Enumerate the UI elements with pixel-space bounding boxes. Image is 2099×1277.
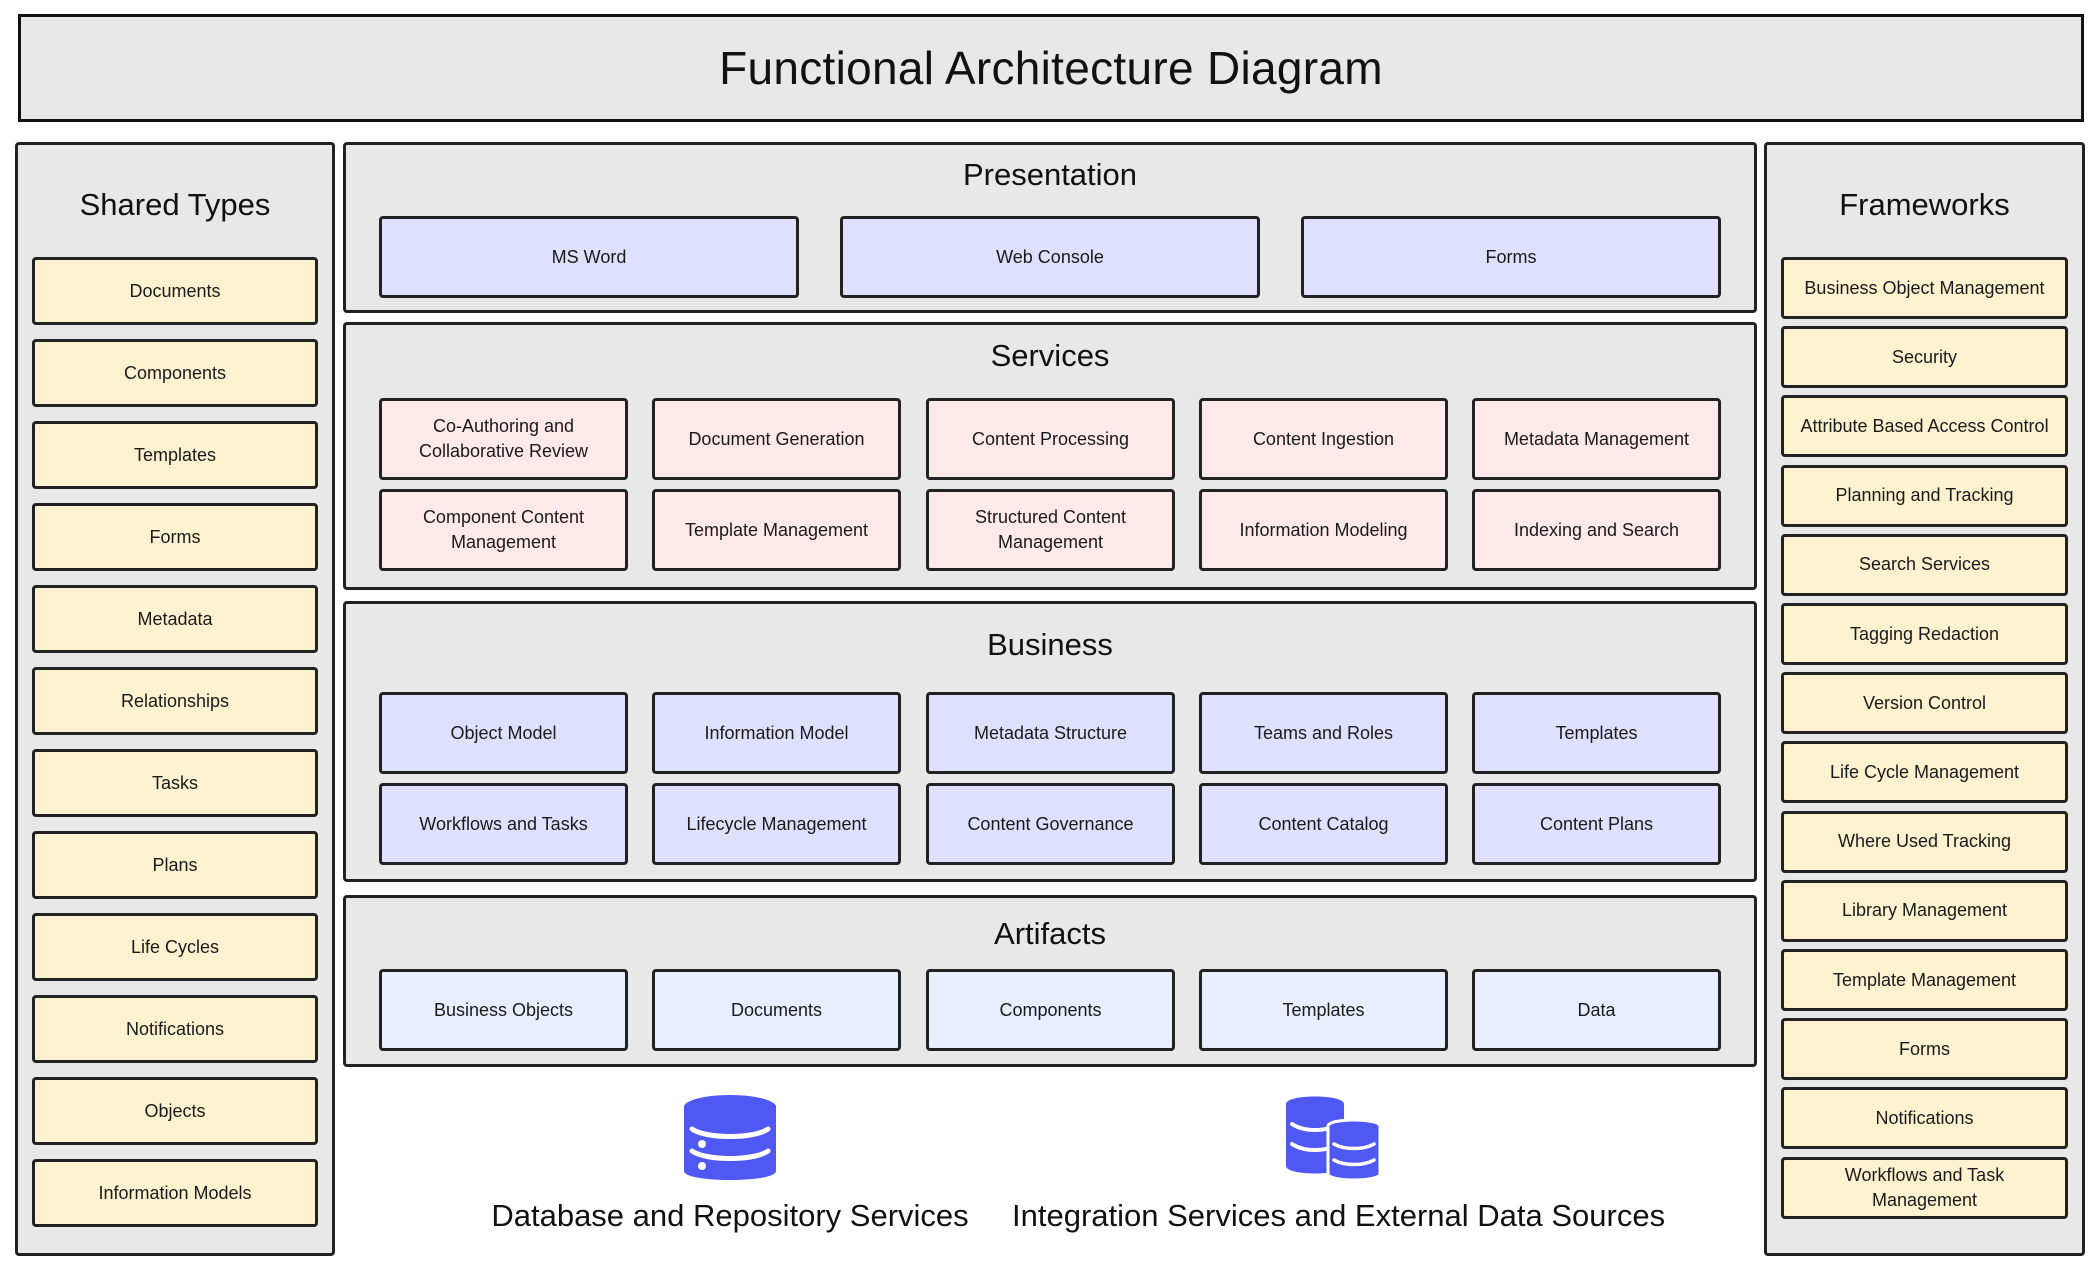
business-metadata-structure: Metadata Structure (926, 692, 1175, 774)
integration-source-label: Integration Services and External Data S… (1012, 1198, 1666, 1233)
business-information-model: Information Model (652, 692, 901, 774)
service-document-generation: Document Generation (652, 398, 901, 480)
service-content-ingestion: Content Ingestion (1199, 398, 1448, 480)
framework-notifications: Notifications (1781, 1087, 2068, 1150)
shared-type-information-models: Information Models (32, 1159, 318, 1227)
service-content-processing: Content Processing (926, 398, 1175, 480)
shared-types-heading: Shared Types (79, 187, 271, 222)
framework-planning-and-tracking: Planning and Tracking (1781, 464, 2068, 527)
shared-type-objects: Objects (32, 1077, 318, 1145)
multi-database-icon (1286, 1096, 1382, 1182)
business-content-plans: Content Plans (1472, 783, 1721, 865)
shared-type-templates: Templates (32, 421, 318, 489)
framework-business-object-management: Business Object Management (1781, 257, 2068, 319)
presentation-forms: Forms (1301, 216, 1721, 298)
integration-source: Integration Services and External Data S… (1012, 1198, 1666, 1234)
shared-type-relationships: Relationships (32, 667, 318, 735)
artifacts-layer: Artifacts Business Objects Documents Compo… (343, 895, 1757, 1067)
business-workflows-and-tasks: Workflows and Tasks (379, 783, 628, 865)
framework-workflows-and-task-management: Workflows and Task Management (1781, 1156, 2068, 1219)
framework-attribute-based-access-control: Attribute Based Access Control (1781, 395, 2068, 458)
business-content-governance: Content Governance (926, 783, 1175, 865)
artifact-templates: Templates (1199, 969, 1448, 1051)
framework-life-cycle-management: Life Cycle Management (1781, 741, 2068, 804)
artifact-business-objects: Business Objects (379, 969, 628, 1051)
service-component-content-management: Component Content Management (379, 489, 628, 571)
database-source-label: Database and Repository Services (491, 1198, 969, 1233)
shared-type-life-cycles: Life Cycles (32, 913, 318, 981)
framework-security: Security (1781, 326, 2068, 389)
framework-forms: Forms (1781, 1018, 2068, 1081)
framework-search-services: Search Services (1781, 533, 2068, 596)
service-co-authoring-and-collaborative-review: Co-Authoring and Collaborative Review (379, 398, 628, 480)
framework-where-used-tracking: Where Used Tracking (1781, 810, 2068, 873)
framework-version-control: Version Control (1781, 672, 2068, 735)
business-object-model: Object Model (379, 692, 628, 774)
business-templates: Templates (1472, 692, 1721, 774)
artifact-components: Components (926, 969, 1175, 1051)
artifact-documents: Documents (652, 969, 901, 1051)
business-content-catalog: Content Catalog (1199, 783, 1448, 865)
frameworks-heading: Frameworks (1839, 187, 2010, 222)
shared-type-tasks: Tasks (32, 749, 318, 817)
service-structured-content-management: Structured Content Management (926, 489, 1175, 571)
services-layer: Services Co-Authoring and Collaborative … (343, 322, 1757, 590)
database-source: Database and Repository Services (480, 1198, 980, 1234)
shared-type-notifications: Notifications (32, 995, 318, 1063)
service-template-management: Template Management (652, 489, 901, 571)
shared-type-metadata: Metadata (32, 585, 318, 653)
service-information-modeling: Information Modeling (1199, 489, 1448, 571)
services-heading: Services (990, 338, 1110, 373)
shared-type-documents: Documents (32, 257, 318, 325)
shared-type-plans: Plans (32, 831, 318, 899)
framework-tagging-redaction: Tagging Redaction (1781, 603, 2068, 665)
shared-type-forms: Forms (32, 503, 318, 571)
presentation-layer: Presentation MS Word Web Console Forms (343, 142, 1757, 313)
business-layer: Business Object Model Information Model Me… (343, 601, 1757, 882)
business-heading: Business (987, 627, 1113, 662)
business-teams-and-roles: Teams and Roles (1199, 692, 1448, 774)
title-bar: Functional Architecture Diagram (18, 14, 2084, 122)
presentation-ms-word: MS Word (379, 216, 799, 298)
business-lifecycle-management: Lifecycle Management (652, 783, 901, 865)
shared-type-components: Components (32, 339, 318, 407)
presentation-heading: Presentation (962, 157, 1138, 192)
service-indexing-and-search: Indexing and Search (1472, 489, 1721, 571)
presentation-web-console: Web Console (840, 216, 1260, 298)
framework-template-management: Template Management (1781, 949, 2068, 1011)
artifacts-heading: Artifacts (994, 916, 1106, 951)
artifact-data: Data (1472, 969, 1721, 1051)
framework-library-management: Library Management (1781, 879, 2068, 942)
diagram-title: Functional Architecture Diagram (719, 42, 1383, 94)
database-icon (684, 1095, 776, 1180)
service-metadata-management: Metadata Management (1472, 398, 1721, 480)
